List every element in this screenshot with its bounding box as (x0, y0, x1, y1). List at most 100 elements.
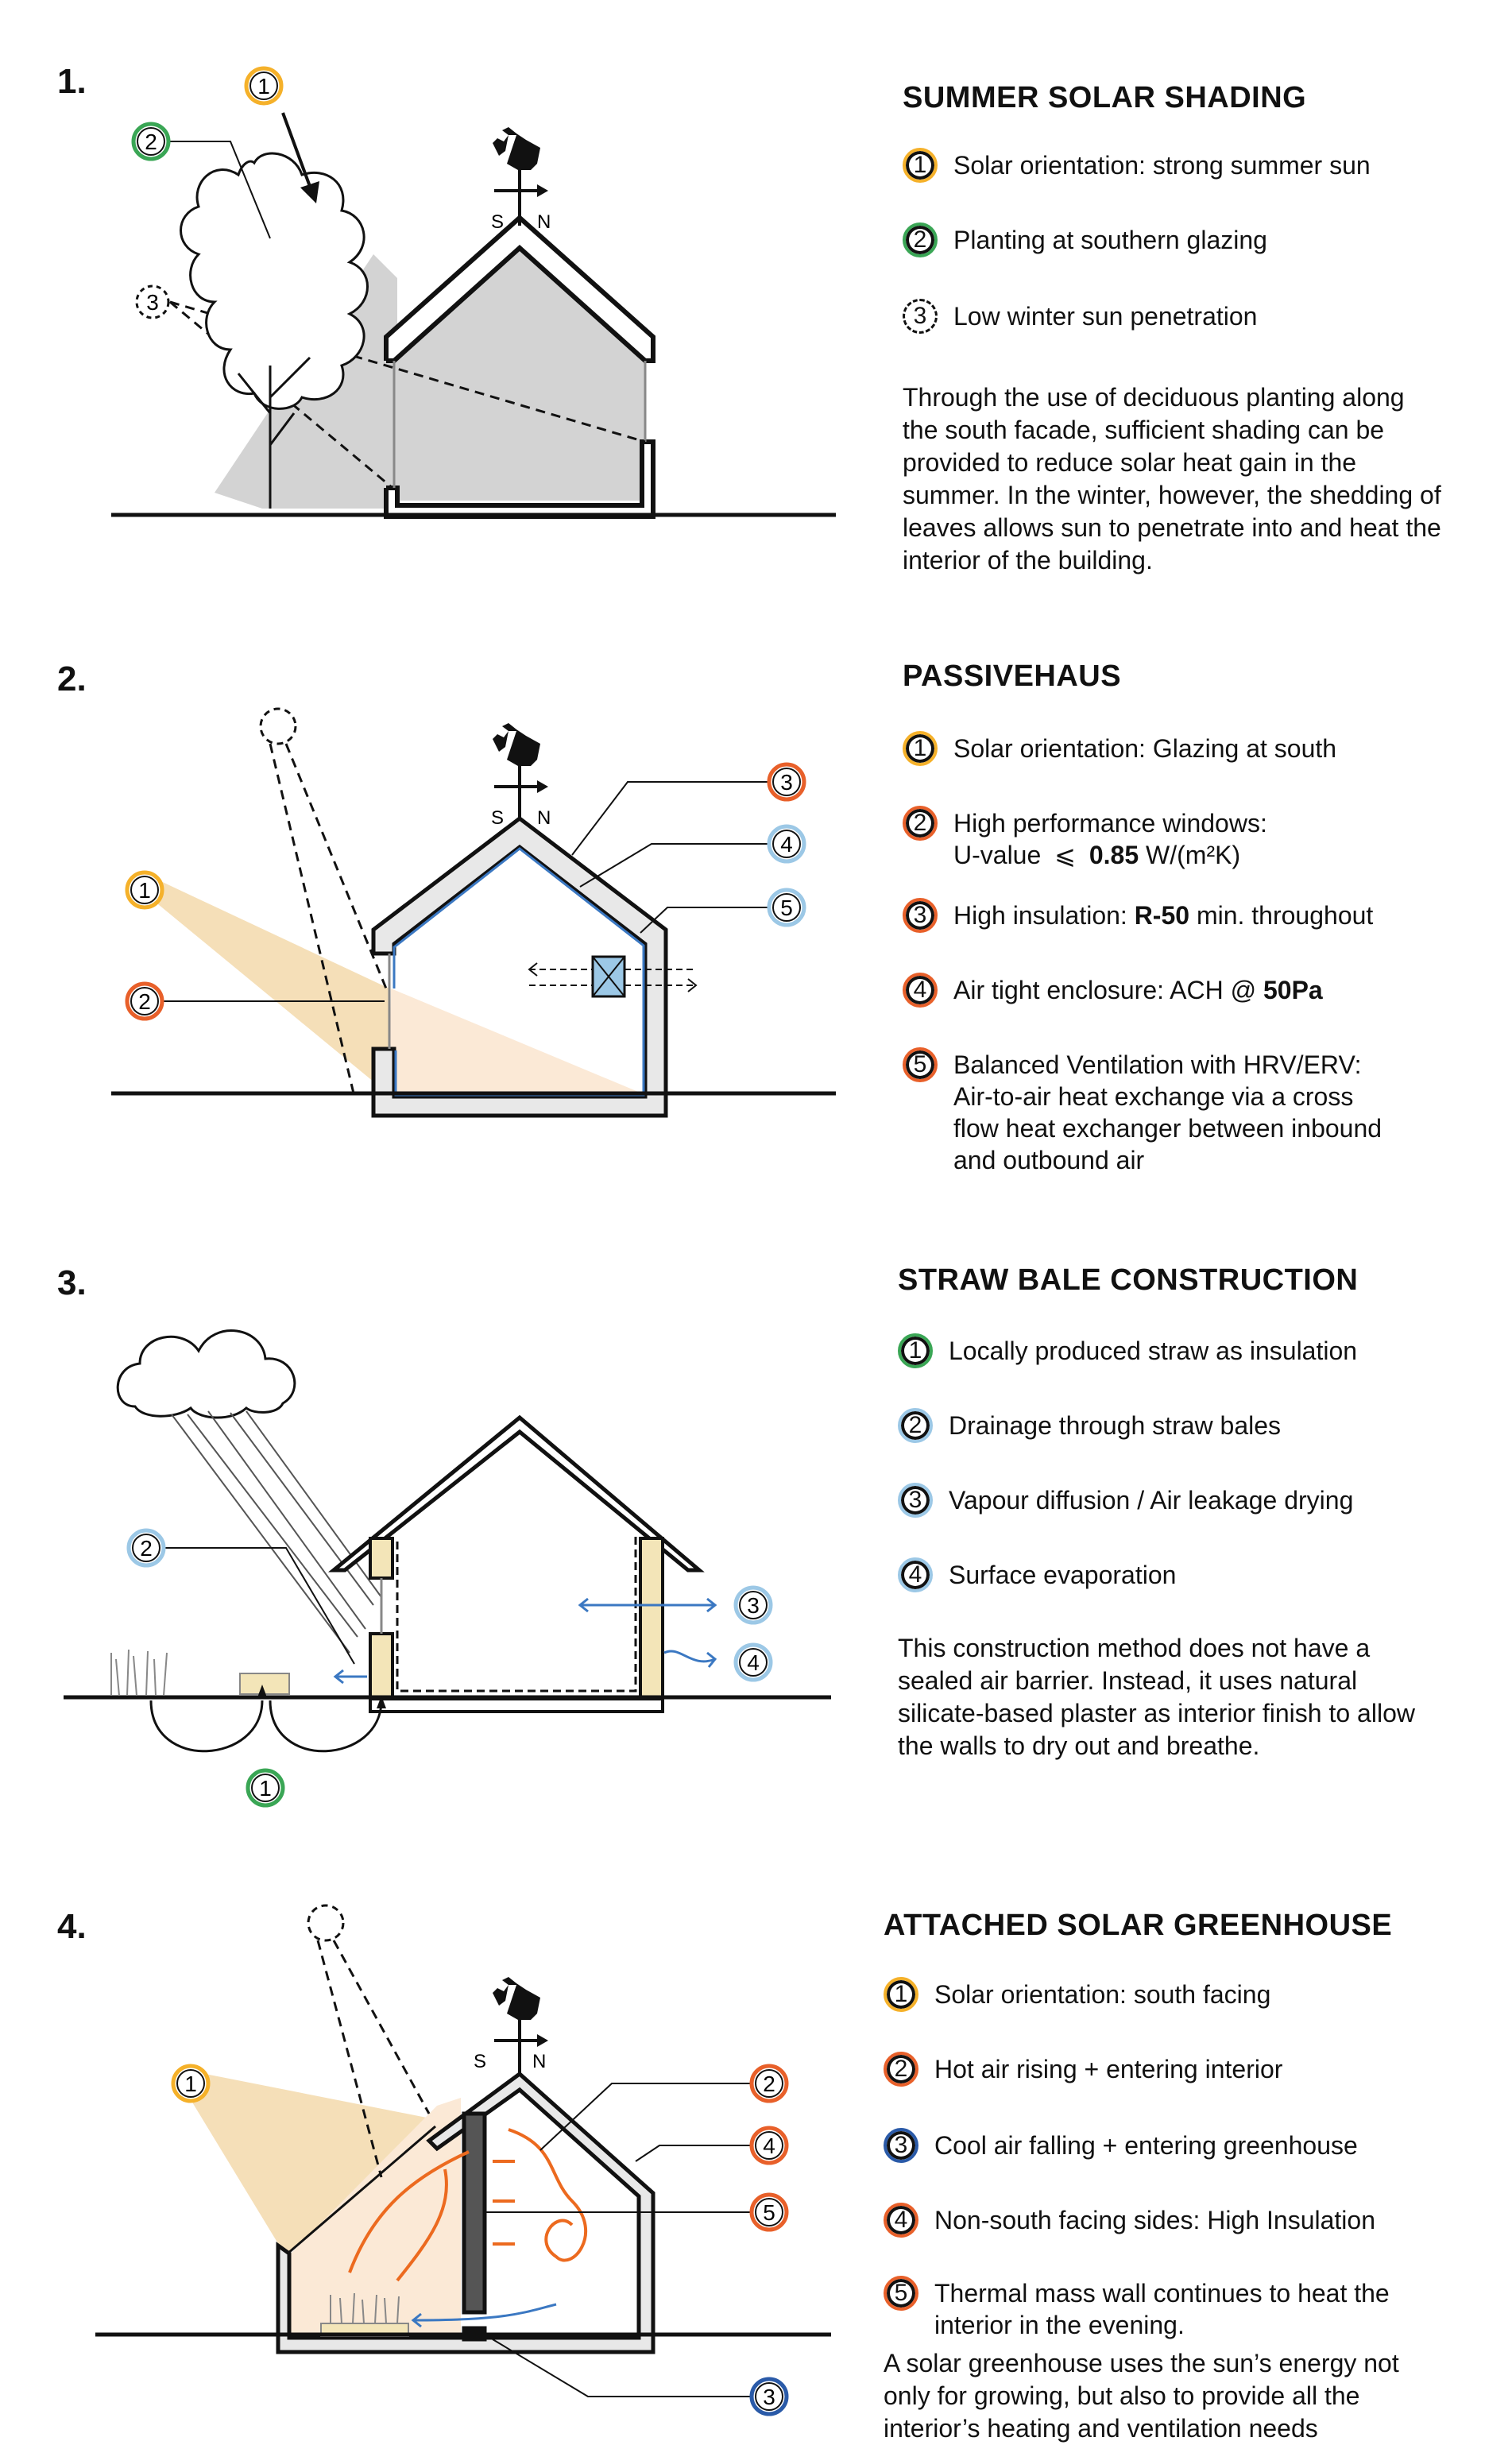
legend-badge: 1 (903, 148, 938, 183)
legend-text: Locally produced straw as insulation (949, 1337, 1358, 1365)
svg-text:1: 1 (184, 2072, 197, 2096)
diagram-badge-3: 3 (135, 284, 170, 319)
weathervane-rooster-icon: S N (491, 723, 551, 829)
diagram-badge-2: 2 (749, 2064, 789, 2103)
legend-badge: 3 (884, 2128, 918, 2163)
svg-text:1: 1 (257, 74, 270, 99)
sun-icon (259, 707, 297, 745)
diagram-badge-4: 4 (749, 2126, 789, 2165)
legend-badge: 4 (898, 1557, 933, 1592)
tree-icon (180, 152, 369, 509)
panel-straw-bale: 3. (0, 1224, 1512, 1859)
panel-number: 1. (57, 62, 87, 101)
panel-title: ATTACHED SOLAR GREENHOUSE (884, 1909, 1393, 1942)
insulated-envelope (371, 815, 668, 1118)
legend-text: Solar orientation: strong summer sun (953, 151, 1371, 180)
diagram-badge-3: 3 (767, 762, 806, 802)
grass-icon (110, 1649, 168, 1696)
svg-text:2: 2 (145, 130, 157, 154)
legend-item-3: 3 Cool air falling + entering greenhouse (884, 2128, 1358, 2163)
house-interior-shade (393, 230, 645, 501)
grass-icon (330, 2292, 400, 2324)
diagram-badge-1: 1 (125, 870, 164, 910)
legend-badge: 5 (884, 2276, 918, 2311)
legend-item-4: 4 Non-south facing sides: High Insulatio… (884, 2203, 1375, 2238)
legend-item-5: 5 Balanced Ventilation with HRV/ERV: Air… (903, 1047, 1395, 1176)
legend-text: Air tight enclosure: ACH @ 50Pa (953, 976, 1323, 1004)
panel-passivehaus: 2. (0, 620, 1512, 1224)
legend-text: High performance windows: U-value ⩽ 0.85… (953, 809, 1267, 869)
legend-item-2: 2 High performance windows: U-value ⩽ 0.… (903, 806, 1267, 871)
diagram-badge-2: 2 (131, 122, 171, 161)
diagram-badge-3: 3 (749, 2377, 789, 2416)
svg-text:S: S (491, 807, 504, 829)
legend-text: Cool air falling + entering greenhouse (934, 2131, 1358, 2160)
legend-text: Non-south facing sides: High Insulation (934, 2206, 1375, 2234)
svg-text:3: 3 (747, 1593, 760, 1618)
legend-item-3: 3 Vapour diffusion / Air leakage drying (898, 1483, 1354, 1518)
legend-badge: 1 (903, 731, 938, 766)
legend-badge: 1 (884, 1977, 918, 2012)
legend-text: Drainage through straw bales (949, 1411, 1282, 1440)
legend-item-1: 1 Solar orientation: Glazing at south (903, 731, 1337, 766)
legend-item-1: 1 Solar orientation: south facing (884, 1977, 1271, 2012)
legend-item-1: 1 Locally produced straw as insulation (898, 1333, 1358, 1368)
arrow-head (300, 181, 319, 203)
diagram-badge-1: 1 (244, 66, 284, 106)
legend-item-5: 5 Thermal mass wall continues to heat th… (884, 2276, 1392, 2341)
diagram-badge-4: 4 (767, 824, 806, 864)
panel-title: SUMMER SOLAR SHADING (903, 81, 1307, 114)
diagram-badge-3: 3 (733, 1585, 773, 1625)
svg-text:S: S (474, 2051, 486, 2072)
svg-text:1: 1 (138, 878, 151, 903)
legend-text: Vapour diffusion / Air leakage drying (949, 1486, 1354, 1515)
diagram-badge-5: 5 (749, 2192, 789, 2232)
cloud-rain-icon (116, 1329, 296, 1419)
svg-text:N: N (532, 2051, 546, 2072)
legend-badge: 2 (903, 806, 938, 841)
legend-badge: 1 (898, 1333, 933, 1368)
svg-text:4: 4 (747, 1650, 760, 1675)
passivehaus-diagram: S N 1 2 3 4 5 (111, 707, 836, 1118)
legend-text: Thermal mass wall continues to heat the … (934, 2279, 1390, 2339)
legend-text: Low winter sun penetration (953, 302, 1258, 331)
legend-text: Balanced Ventilation with HRV/ERV: Air-t… (953, 1050, 1382, 1174)
diagram-badge-1: 1 (171, 2064, 211, 2103)
panel-paragraph: Through the use of deciduous planting al… (903, 383, 1441, 574)
straw-bale-diagram: 1 2 3 4 (64, 1329, 831, 1808)
legend-badge: 5 (903, 1047, 938, 1082)
panel-paragraph: A solar greenhouse uses the sun’s energy… (884, 2349, 1399, 2443)
legend-text: Solar orientation: Glazing at south (953, 734, 1337, 763)
legend-badge: 2 (903, 222, 938, 257)
panel-title: PASSIVEHAUS (903, 660, 1122, 693)
panel-number: 3. (57, 1263, 87, 1302)
legend-item-3: 3 High insulation: R-50 min. throughout (903, 898, 1374, 933)
panel-number: 4. (57, 1907, 87, 1946)
legend-item-4: 4 Air tight enclosure: ACH @ 50Pa (903, 973, 1323, 1008)
svg-text:S: S (491, 211, 504, 233)
svg-text:2: 2 (763, 2072, 775, 2096)
weathervane-rooster-icon: S N (474, 1977, 548, 2074)
legend-text: Solar orientation: south facing (934, 1980, 1271, 2009)
summer-shading-diagram: 1 2 3 S N (111, 66, 836, 519)
legend-item-1: 1 Solar orientation: strong summer sun (903, 148, 1371, 183)
legend-badge: 4 (884, 2203, 918, 2238)
legend-item-2: 2 Hot air rising + entering interior (884, 2052, 1283, 2087)
greenhouse-interior (288, 2098, 461, 2338)
svg-text:N: N (537, 807, 551, 829)
greenhouse-diagram: S N 1 2 4 5 3 (95, 1904, 831, 2416)
legend-text: High insulation: R-50 min. throughout (953, 901, 1374, 930)
legend-text: Surface evaporation (949, 1561, 1177, 1589)
svg-text:N: N (537, 211, 551, 233)
panel-number: 2. (57, 660, 87, 698)
legend-badge: 3 (898, 1483, 933, 1518)
legend-item-4: 4 Surface evaporation (898, 1557, 1177, 1592)
svg-text:3: 3 (780, 770, 793, 795)
legend-badge: 2 (884, 2052, 918, 2087)
legend-badge: 3 (903, 898, 938, 933)
svg-text:3: 3 (763, 2385, 775, 2409)
weathervane-rooster-icon: S N (491, 127, 551, 233)
interior-sunlit (389, 988, 642, 1093)
legend-text: Hot air rising + entering interior (934, 2055, 1283, 2083)
sun-icon (307, 1904, 345, 1942)
